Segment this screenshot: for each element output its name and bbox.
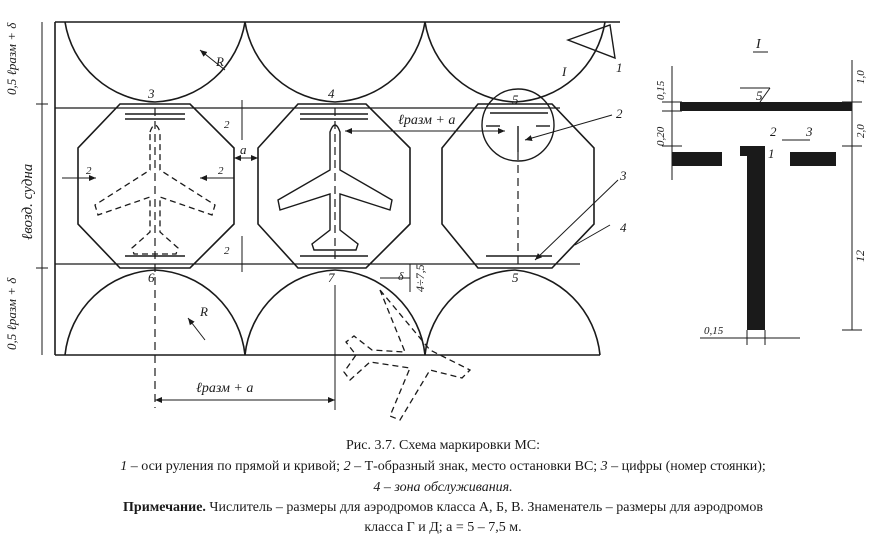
detail-view: I 0,15 1,0 0,20 2, (655, 37, 867, 345)
detail-top-bar (680, 102, 852, 111)
label-dim-2-left: 2 (86, 165, 92, 177)
label-gap-a: a (240, 142, 247, 157)
note-label: Примечание. (123, 500, 206, 515)
detail-title: I (755, 37, 762, 52)
detail-dim-0-20: 0,20 (655, 126, 667, 146)
figure-title: Рис. 3.7. Схема маркировки МС: (345, 438, 541, 453)
label-half-clearance-top: 0,5 ℓразм + δ (4, 22, 19, 95)
legend-text-2: – Т-образный знак, место остановки ВС; (350, 459, 601, 474)
aircraft-outline-center (277, 124, 393, 251)
label-aircraft-length: ℓвозд. судна (20, 164, 36, 240)
detail-t-stem (747, 146, 765, 330)
detail-t-head (740, 146, 764, 156)
callout-2: 2 (616, 106, 623, 121)
stand-number-6: 6 (148, 270, 155, 285)
detail-item-2: 2 (770, 124, 777, 139)
note-text: Числитель – размеры для аэродромов класс… (205, 500, 763, 515)
legend-num-1: 1 (120, 459, 128, 474)
dimension-lines (36, 22, 619, 410)
stand-row-lines (55, 107, 580, 265)
stand-number-7: 7 (328, 270, 335, 285)
figure-note: Примечание. Числитель – размеры для аэро… (0, 498, 886, 517)
detail-item-1: 1 (768, 146, 775, 161)
label-half-clearance-bottom: 0,5 ℓразм + δ (4, 277, 19, 350)
aircraft-outline-turning (343, 289, 472, 421)
detail-dim-12: 12 (853, 250, 867, 262)
stand-number-3: 3 (147, 86, 155, 101)
detail-left-dash (672, 152, 722, 166)
detail-ref: I (561, 64, 567, 79)
legend-num-2: 2 (343, 459, 351, 474)
detail-item-5: 5 (756, 88, 763, 103)
label-delta: δ (398, 269, 404, 283)
legend-num-4: 4 (373, 480, 381, 495)
aircraft-outline-left (94, 124, 216, 255)
legend-text-4: – зона обслуживания. (380, 480, 513, 495)
stop-marks (125, 112, 552, 257)
figure-legend-last: 4 – зона обслуживания. (0, 478, 886, 497)
parking-marking-diagram: 0,5 ℓразм + δ ℓвозд. судна 0,5 ℓразм + δ… (4, 21, 867, 421)
detail-right-dash (790, 152, 836, 166)
boundary-lines (54, 21, 620, 356)
stand-number-5: 5 (512, 92, 519, 107)
taxi-curve-marker (565, 24, 616, 60)
label-dim-2-right: 2 (218, 165, 224, 177)
label-radius-bottom: R (199, 304, 208, 319)
label-spacing-top: ℓразм + a (398, 113, 455, 128)
detail-item-3: 3 (805, 124, 813, 139)
label-spacing-bottom: ℓразм + a (196, 381, 253, 396)
legend-text-1: – оси руления по прямой и кривой; (127, 459, 344, 474)
stand-number-4: 4 (328, 86, 335, 101)
detail-dim-0-15-bottom: 0,15 (704, 325, 724, 337)
figure-note-cont: класса Г и Д; а = 5 – 7,5 м. (364, 520, 522, 535)
taxi-centerlines (154, 108, 519, 408)
figure-legend: 1 – оси руления по прямой и кривой; 2 – … (0, 457, 886, 476)
label-dim-2-lower: 2 (224, 245, 230, 257)
label-radius-top: R (215, 54, 224, 69)
detail-dim-1-0: 1,0 (855, 70, 867, 84)
detail-circle (481, 88, 555, 162)
callout-1: 1 (616, 60, 623, 75)
legend-text-3: – цифры (номер стоянки); (607, 459, 766, 474)
legend-num-3: 3 (600, 459, 608, 474)
detail-dim-0-15-top: 0,15 (655, 80, 667, 100)
callout-4: 4 (620, 220, 627, 235)
stand-number-5b: 5 (512, 270, 519, 285)
callout-3: 3 (619, 168, 627, 183)
taxi-arcs-bottom (64, 269, 601, 356)
label-stop-offset: 4÷7,5 (413, 264, 427, 292)
label-dim-2-upper: 2 (224, 119, 230, 131)
detail-dim-2-0: 2,0 (855, 124, 867, 138)
taxi-arcs-top (64, 21, 606, 103)
service-zones (77, 103, 595, 269)
